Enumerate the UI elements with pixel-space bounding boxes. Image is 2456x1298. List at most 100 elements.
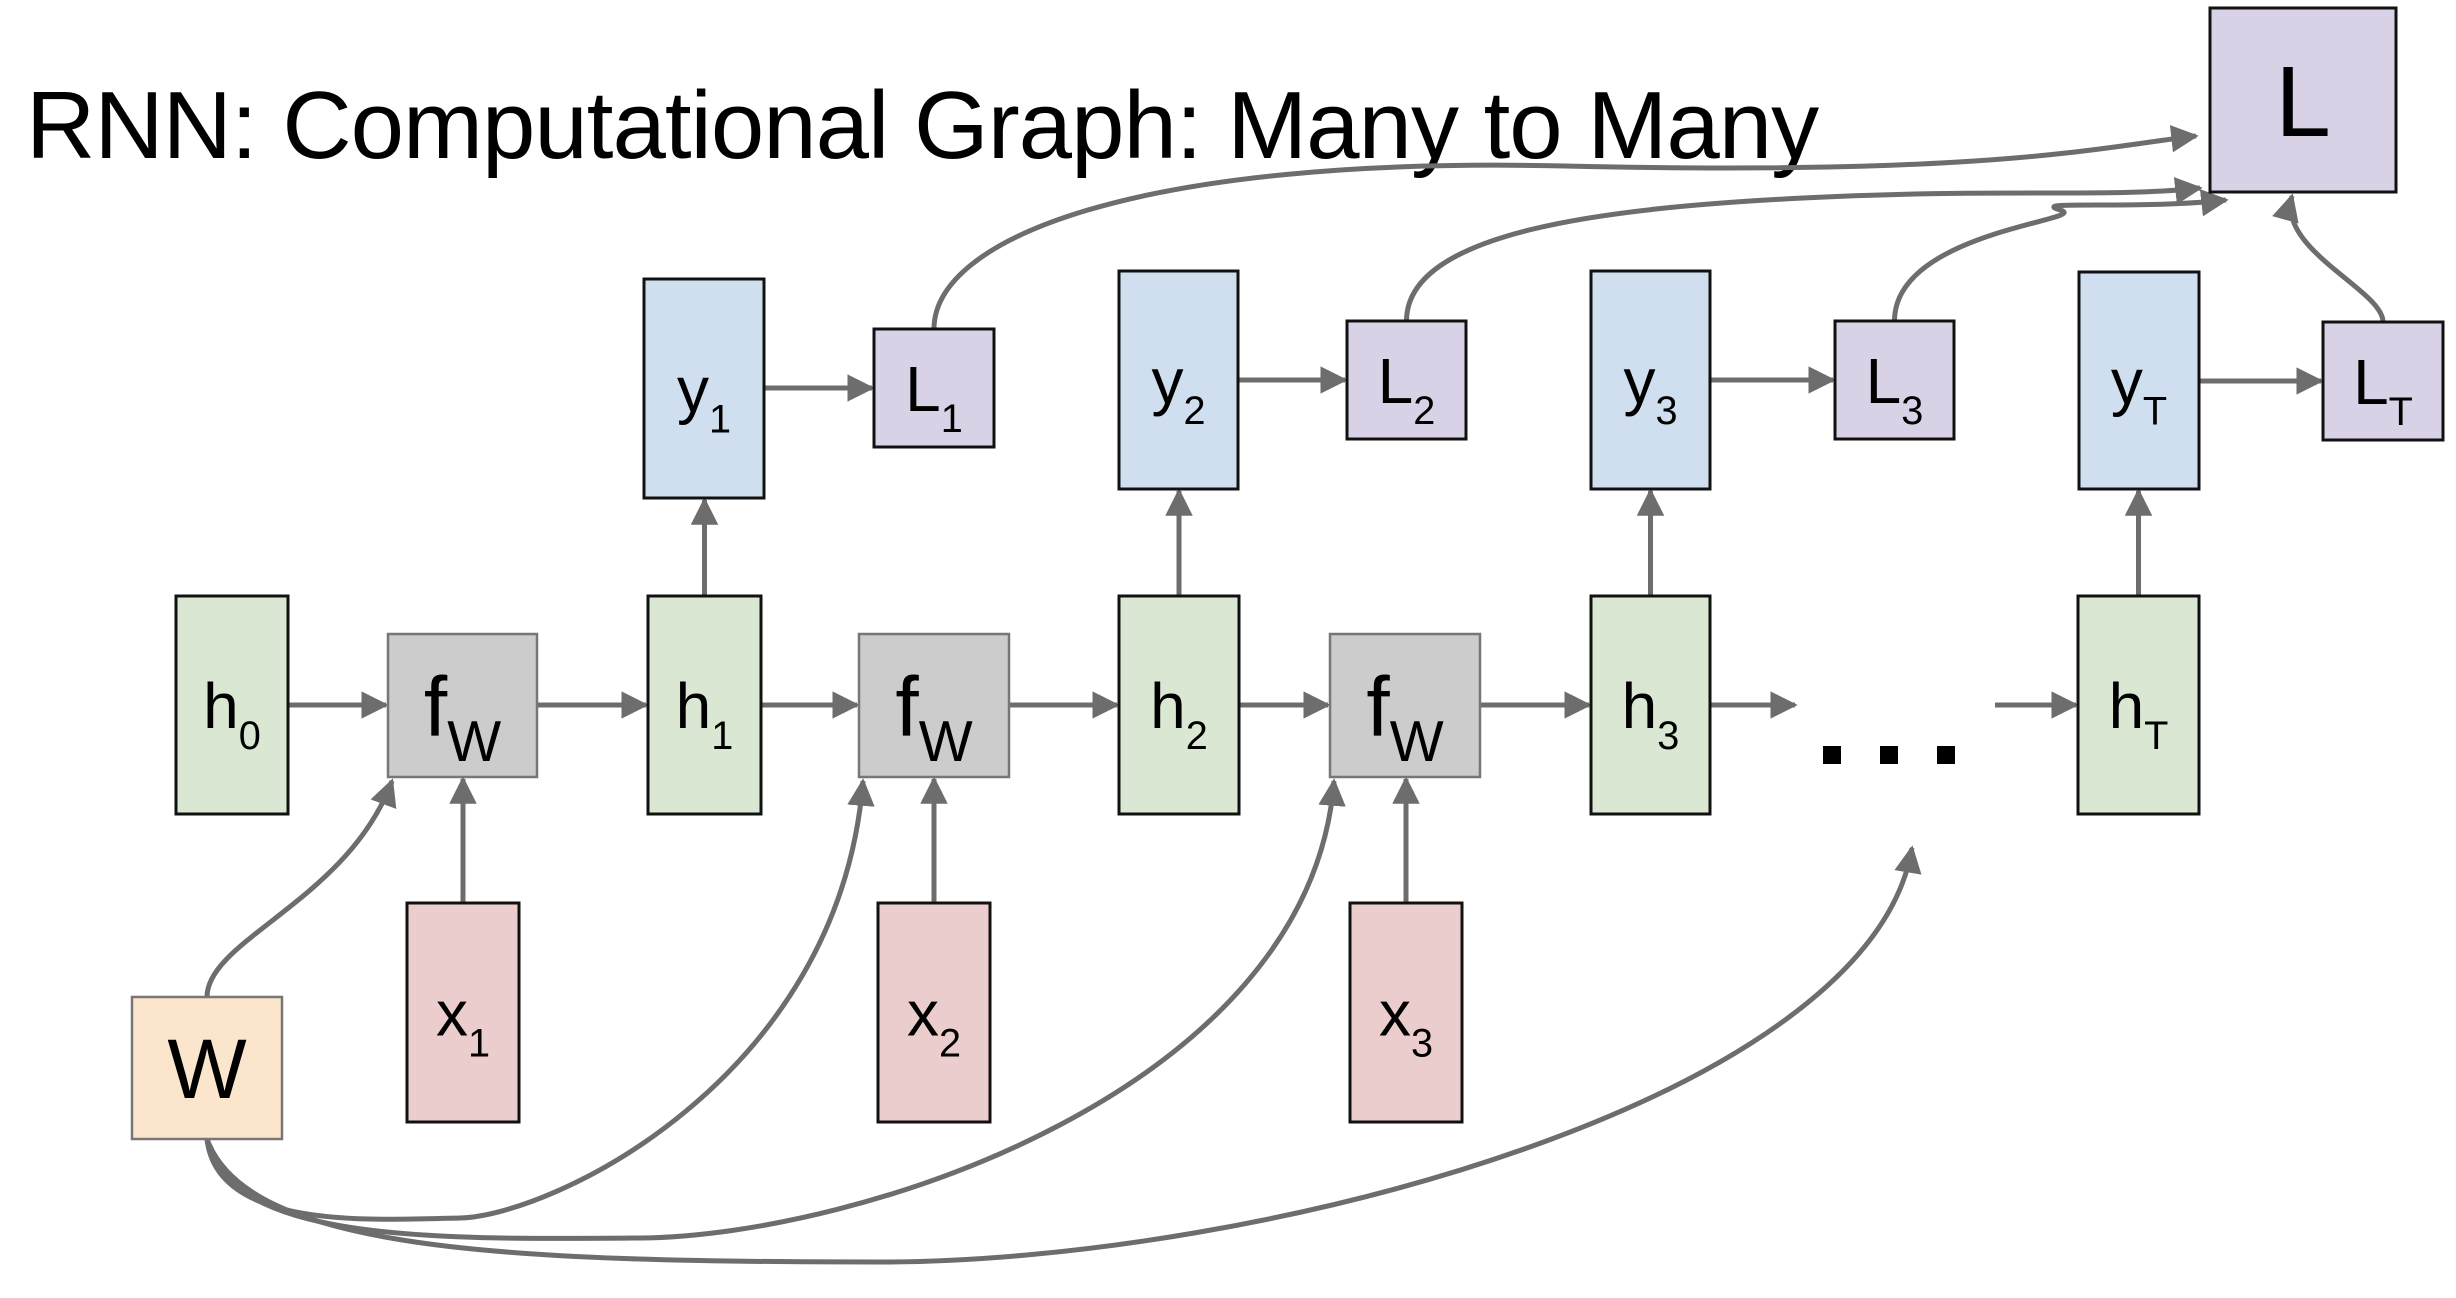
- node-label-LT: LT: [2353, 346, 2413, 434]
- label-base: L: [2275, 46, 2331, 158]
- node-box-L1: [872, 327, 996, 449]
- label-subscript: 3: [1655, 389, 1677, 433]
- edge-W-to-fW2: [204, 778, 875, 1222]
- node-L3: L3: [1833, 319, 1956, 441]
- label-subscript: T: [2389, 390, 2413, 434]
- node-W: W: [130, 995, 284, 1141]
- edges: [204, 125, 2386, 1265]
- label-subscript: W: [919, 710, 973, 774]
- node-h0: h0: [174, 594, 290, 816]
- node-label-fW2: fW: [895, 660, 972, 774]
- node-h1: h1: [646, 594, 763, 816]
- label-base: L: [1378, 345, 1414, 417]
- node-box-h2: [1117, 594, 1241, 816]
- label-base: h: [2109, 670, 2145, 742]
- slide-title: RNN: Computational Graph: Many to Many: [26, 72, 1819, 179]
- node-y2: y2: [1117, 269, 1240, 491]
- ellipsis-dot: [1823, 746, 1841, 764]
- edge-W-to-ellipsis: [204, 845, 1922, 1265]
- node-label-x2: x2: [907, 978, 961, 1066]
- node-h2: h2: [1117, 594, 1241, 816]
- label-base: h: [1622, 670, 1658, 742]
- node-label-L2: L2: [1378, 345, 1436, 433]
- node-label-h1: h1: [676, 670, 734, 758]
- ellipsis: ...: [1823, 746, 1955, 764]
- edge-L1-to-L: [931, 125, 2199, 330]
- node-L2: L2: [1345, 319, 1468, 441]
- label-base: L: [1866, 345, 1902, 417]
- node-label-y3: y3: [1623, 345, 1677, 433]
- node-label-y2: y2: [1151, 345, 1205, 433]
- ellipsis-dot: [1880, 746, 1898, 764]
- node-box-h1: [646, 594, 763, 816]
- node-h3: h3: [1589, 594, 1712, 816]
- edge-LT-to-L: [2272, 193, 2386, 323]
- label-subscript: W: [1390, 710, 1444, 774]
- label-base: y: [2111, 346, 2143, 418]
- label-subscript: W: [447, 710, 501, 774]
- node-LT: LT: [2321, 320, 2445, 442]
- node-box-L: [2208, 6, 2398, 194]
- node-fW2: fW: [857, 632, 1011, 779]
- label-base: x: [1379, 978, 1411, 1050]
- edge-W-to-fW3: [204, 778, 1346, 1241]
- node-y1: y1: [642, 277, 766, 500]
- node-box-y1: [642, 277, 766, 500]
- label-base: y: [1151, 345, 1183, 417]
- node-box-h0: [174, 594, 290, 816]
- edge-W-to-fW1: [204, 778, 397, 998]
- node-label-h3: h3: [1622, 670, 1680, 758]
- label-base: y: [1623, 345, 1655, 417]
- node-box-fW2: [857, 632, 1011, 779]
- node-label-fW3: fW: [1366, 660, 1443, 774]
- node-label-L3: L3: [1866, 345, 1924, 433]
- node-x2: x2: [876, 901, 992, 1124]
- node-box-L3: [1833, 319, 1956, 441]
- node-label-L: L: [2275, 46, 2331, 158]
- label-subscript: 2: [1186, 714, 1208, 758]
- label-base: x: [436, 978, 468, 1050]
- node-box-y3: [1589, 269, 1712, 491]
- label-subscript: 1: [709, 398, 731, 442]
- node-fW3: fW: [1328, 632, 1482, 779]
- node-L: L: [2208, 6, 2398, 194]
- label-base: h: [1150, 670, 1186, 742]
- label-subscript: T: [2143, 390, 2167, 434]
- node-label-h2: h2: [1150, 670, 1208, 758]
- label-subscript: 3: [1901, 389, 1923, 433]
- node-L1: L1: [872, 327, 996, 449]
- label-base: h: [203, 670, 239, 742]
- label-subscript: T: [2144, 714, 2168, 758]
- node-label-h0: h0: [203, 670, 261, 758]
- label-subscript: 1: [941, 397, 963, 441]
- node-box-LT: [2321, 320, 2445, 442]
- node-box-hT: [2076, 594, 2201, 816]
- label-subscript: 2: [939, 1022, 961, 1066]
- node-label-x1: x1: [436, 978, 490, 1066]
- node-box-fW1: [386, 632, 539, 779]
- node-box-h3: [1589, 594, 1712, 816]
- label-subscript: 0: [239, 714, 261, 758]
- node-box-yT: [2077, 270, 2201, 491]
- ellipsis-dots: ...: [1823, 746, 1955, 764]
- label-base: f: [424, 660, 448, 754]
- node-hT: hT: [2076, 594, 2201, 816]
- label-base: y: [677, 354, 709, 426]
- label-base: h: [676, 670, 712, 742]
- node-x1: x1: [405, 901, 521, 1124]
- label-base: W: [167, 1022, 246, 1116]
- edge-L2-to-L: [1404, 177, 2203, 322]
- node-label-L1: L1: [905, 353, 963, 441]
- ellipsis-dot: [1937, 746, 1955, 764]
- label-subscript: 2: [1413, 389, 1435, 433]
- node-label-hT: hT: [2109, 670, 2169, 758]
- node-box-x1: [405, 901, 521, 1124]
- node-label-fW1: fW: [424, 660, 501, 774]
- node-label-x3: x3: [1379, 978, 1433, 1066]
- label-base: f: [895, 660, 919, 754]
- node-box-y2: [1117, 269, 1240, 491]
- node-y3: y3: [1589, 269, 1712, 491]
- label-subscript: 1: [711, 714, 733, 758]
